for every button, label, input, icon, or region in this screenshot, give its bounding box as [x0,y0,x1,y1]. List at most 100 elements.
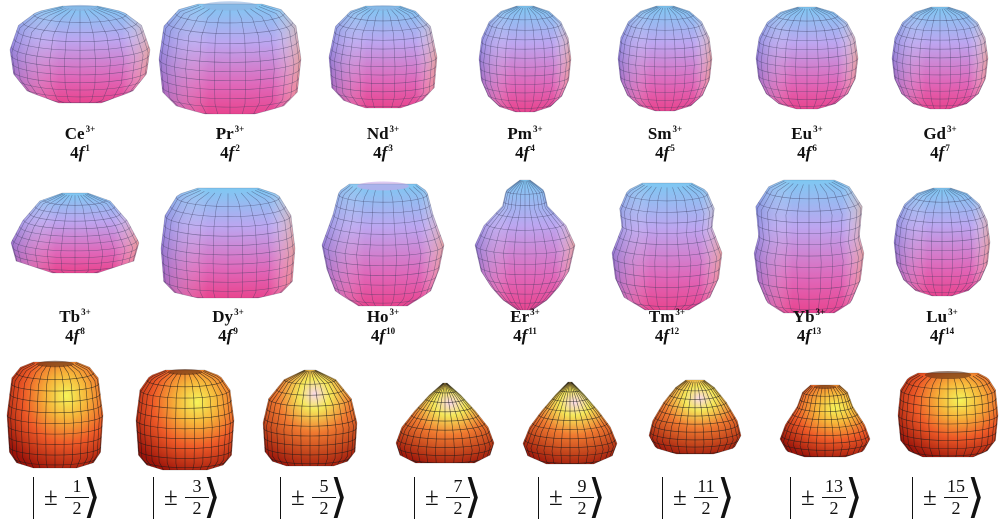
ion-symbol: Pm3+ [485,125,565,143]
electron-count: 4 [530,143,535,153]
element-symbol: Ho [366,307,389,326]
ion-charge: 3+ [813,124,823,134]
element-symbol: Tb [59,307,81,326]
shell-number: 4 [655,143,664,162]
ion-label-dy: Dy3+4f9 [188,307,268,345]
shape-pm [478,5,572,113]
shape-pr [158,1,302,115]
fraction-numerator: 7 [453,476,463,496]
ion-symbol: Gd3+ [900,124,980,143]
fraction-bar [65,497,89,498]
ion-charge: 3+ [234,307,244,317]
element-symbol: Sm [647,124,672,143]
ion-label-eu: Eu3+4f6 [767,124,847,162]
electron-configuration: 4f10 [343,326,423,345]
orbital-letter: f [523,143,530,162]
fraction-denominator: 2 [319,498,329,518]
ion-label-lu: Lu3+ 4f14 [902,307,982,345]
electron-configuration: 4f2 [190,143,270,162]
electron-configuration: 4f4 [485,143,565,162]
electron-configuration: 4f14 [902,327,982,345]
row2-shapes [10,179,991,314]
shape-ce [9,4,151,104]
plus-minus-sign: ± [164,484,178,511]
shell-number: 4 [796,326,806,345]
electron-count: 11 [528,326,537,336]
orbital-letter: f [78,143,85,162]
shell-number: 4 [70,143,79,162]
ion-symbol: Ho3+ [343,307,423,326]
row3-shapes [6,360,999,471]
shell-number: 4 [515,143,524,162]
orbital-letter: f [938,143,945,162]
shape-nd [328,5,438,109]
fraction-bar [822,497,846,498]
ion-charge: 3+ [948,307,958,317]
shape-dy [160,187,296,299]
plus-minus-sign: ± [44,484,58,511]
fraction-denominator: 2 [701,498,711,518]
ion-symbol: Tm3+ [627,308,707,326]
ion-symbol: Sm3+ [625,124,705,143]
ion-label-pm: Pm3+4f4 [485,125,565,162]
electron-count: 5 [670,143,675,153]
right-angle-bracket: ⟩ [203,471,221,522]
right-angle-bracket: ⟩ [588,471,606,522]
electron-count: 2 [235,143,240,153]
shape-tb [10,192,140,274]
shell-number: 4 [218,326,227,345]
ion-symbol: Er3+ [485,308,565,326]
fraction-denominator: 2 [72,498,82,518]
ket-bar [662,477,663,519]
orbital-letter: f [805,326,812,345]
fraction-numerator: 3 [192,476,202,496]
shape-tm [611,182,723,311]
shape-lu [893,187,991,297]
plus-minus-sign: ± [923,484,937,511]
electron-configuration: 4f3 [343,144,423,162]
fraction-bar [185,497,209,498]
electron-configuration: 4f8 [35,327,115,345]
orbital-letter: f [805,143,812,162]
ion-label-pr: Pr3+4f2 [190,124,270,162]
element-symbol: Pr [215,124,234,143]
orbital-letter: f [663,143,670,162]
electron-configuration: 4f11 [485,326,565,345]
ion-symbol: Eu3+ [767,124,847,143]
plus-minus-sign: ± [673,484,687,511]
right-angle-bracket: ⟩ [83,471,101,522]
fraction-bar [446,497,470,498]
right-angle-bracket: ⟩ [845,471,863,522]
element-symbol: Ce [64,124,85,143]
ion-charge: 3+ [85,124,96,134]
fraction-bar [694,497,718,498]
electron-configuration: 4f5 [625,143,705,162]
element-symbol: Lu [926,307,948,326]
ion-label-nd: Nd3+4f3 [343,124,423,162]
element-symbol: Nd [366,124,389,143]
shape-mj-3-2 [135,369,235,471]
ion-charge: 3+ [947,124,957,134]
plus-minus-sign: ± [425,484,439,511]
orbital-letter: f [228,143,235,162]
shell-number: 4 [654,326,664,345]
electron-configuration: 4f7 [900,143,980,162]
ion-label-gd: Gd3+4f7 [900,124,980,162]
orbital-letter: f [521,326,528,345]
ion-label-yb: Yb3+4f13 [769,308,849,345]
electron-configuration: 4f1 [40,143,120,162]
ion-symbol: Ce3+ [40,124,120,143]
ion-label-er: Er3+4f11 [485,308,565,345]
orbital-letter: f [379,326,386,345]
fraction-denominator: 2 [951,498,961,518]
electron-configuration: 4f12 [627,326,707,345]
row1-shapes [9,1,989,115]
shell-number: 4 [370,326,380,345]
